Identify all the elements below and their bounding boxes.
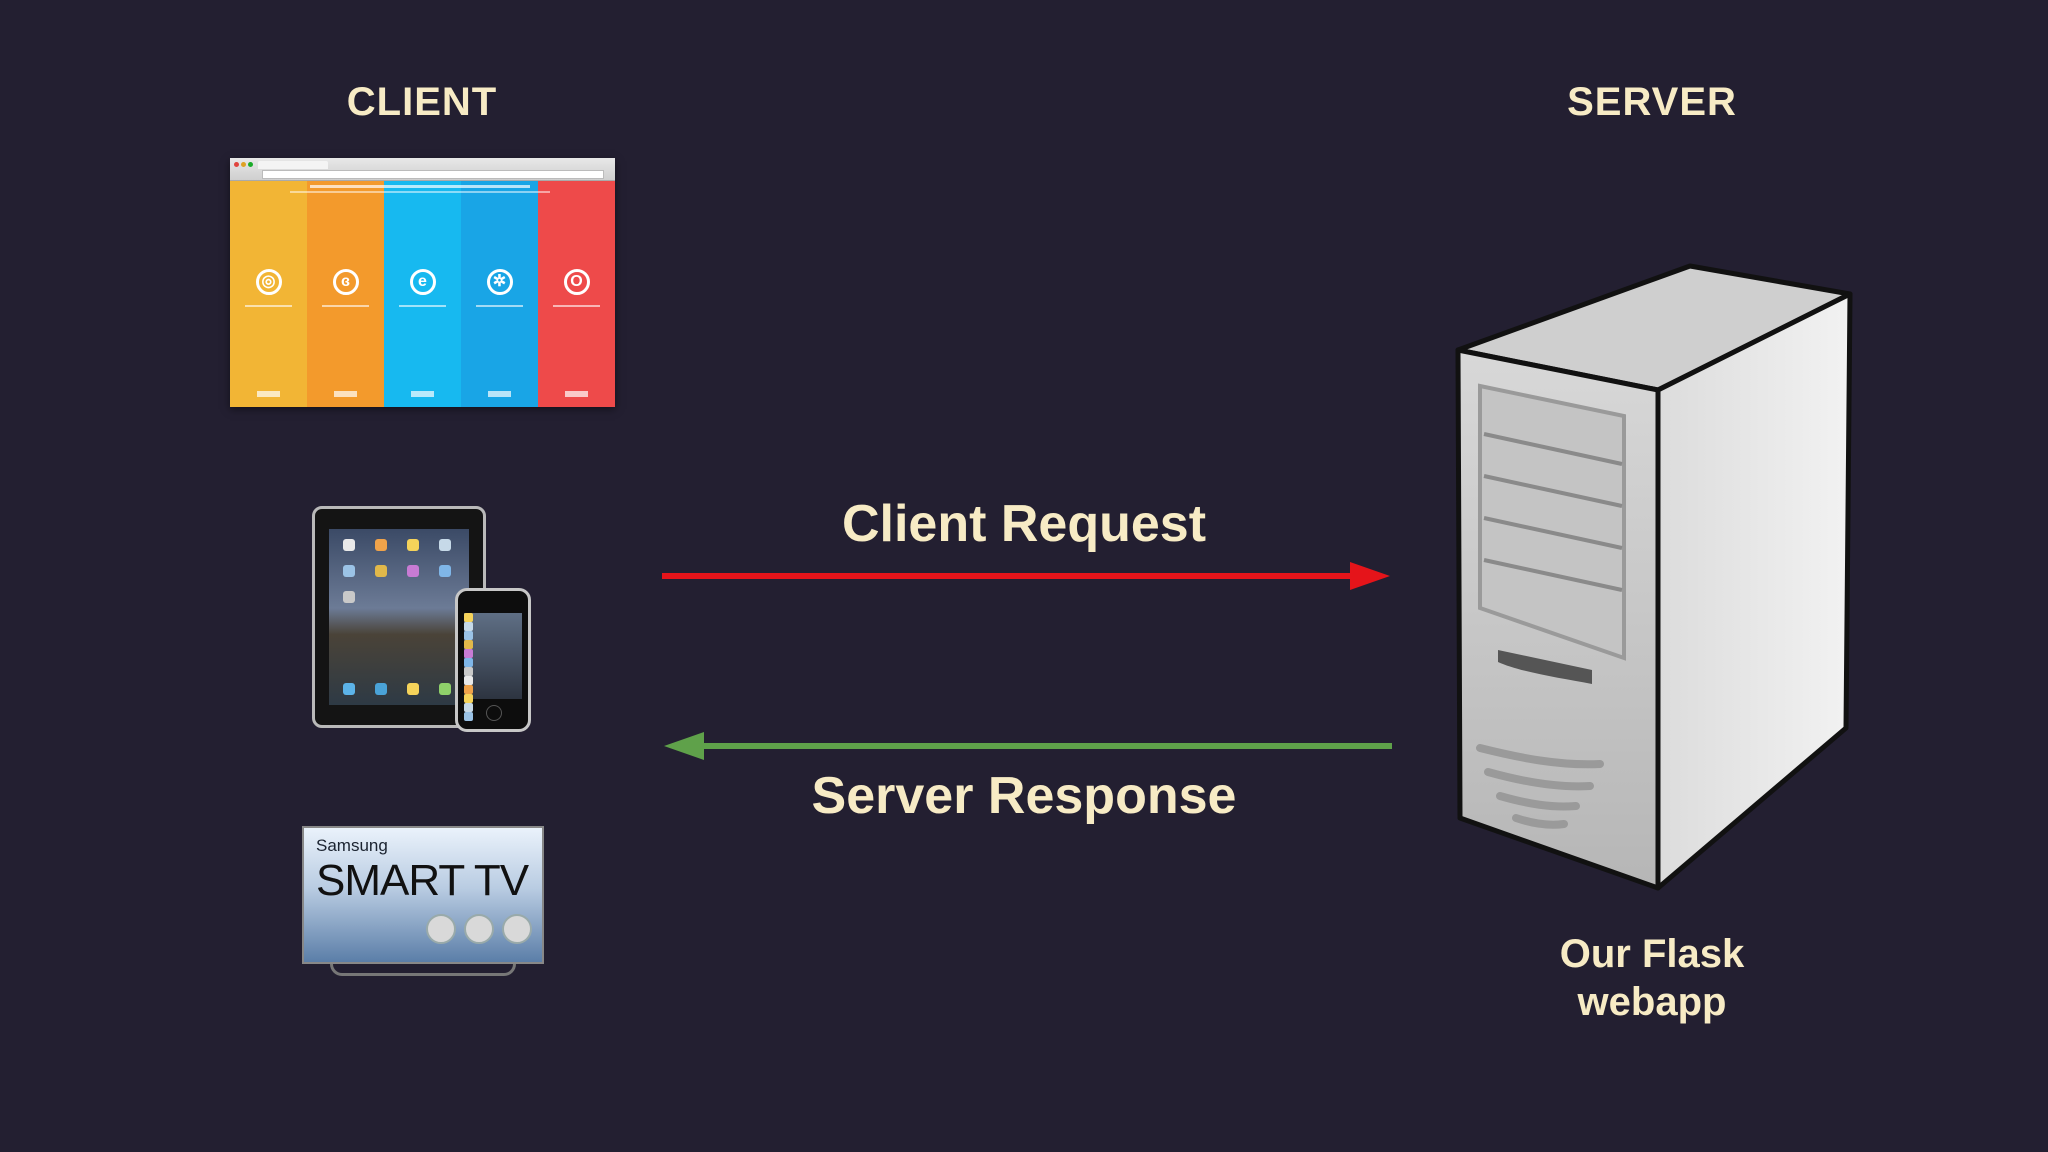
server-caption: Our Flask webapp: [1452, 930, 1852, 1026]
app-icon: [464, 631, 473, 640]
browser-column: ✲: [461, 181, 538, 407]
app-icon: [343, 539, 355, 551]
chrome-icon: ◎: [255, 269, 282, 295]
server-caption-line2: webapp: [1577, 980, 1727, 1024]
server-tower-icon: [1455, 263, 1853, 891]
server-response-arrow: [664, 732, 1392, 760]
opera-icon: O: [563, 269, 590, 295]
browser-address-bar: [262, 170, 604, 179]
app-icon: [439, 539, 451, 551]
browser-column: ɞ: [307, 181, 384, 407]
app-icon: [375, 539, 387, 551]
server-response-label: Server Response: [811, 767, 1237, 825]
desktop-browser-image: ◎ ɞ e ✲ O: [230, 158, 615, 407]
app-icon: [343, 565, 355, 577]
firefox-icon: ɞ: [332, 269, 359, 295]
app-icon: [464, 685, 473, 694]
dock-app-icon: [439, 683, 451, 695]
app-icon: [464, 676, 473, 685]
app-icon: [407, 539, 419, 551]
app-icon: [375, 565, 387, 577]
browser-column: O: [538, 181, 615, 407]
tv-stand: [330, 964, 516, 976]
smart-tv-image: Samsung SMART TV: [302, 826, 544, 964]
app-icon: [464, 667, 473, 676]
tv-brand-text: Samsung: [316, 836, 388, 855]
dock-app-icon: [375, 683, 387, 695]
ie-icon: e: [409, 269, 436, 295]
browser-columns: ◎ ɞ e ✲ O: [230, 181, 615, 407]
client-request-arrow: [662, 562, 1390, 590]
server-heading: SERVER: [1567, 80, 1737, 124]
dock-app-icon: [407, 683, 419, 695]
phone-device-image: [455, 588, 531, 732]
client-request-label: Client Request: [841, 495, 1207, 553]
browser-chrome: [230, 158, 615, 181]
app-icon: [464, 613, 473, 622]
app-icon: [464, 622, 473, 631]
client-heading: CLIENT: [346, 80, 498, 124]
app-icon: [464, 658, 473, 667]
app-icon: [439, 565, 451, 577]
server-caption-line1: Our Flask: [1559, 932, 1745, 976]
tv-title-text: SMART TV: [316, 856, 529, 905]
app-icon: [464, 703, 473, 712]
app-icon: [407, 565, 419, 577]
safari-icon: ✲: [486, 269, 513, 295]
app-icon: [464, 640, 473, 649]
app-icon: [343, 591, 355, 603]
browser-column: e: [384, 181, 461, 407]
app-icon: [464, 649, 473, 658]
app-icon: [464, 694, 473, 703]
app-icon: [464, 712, 473, 721]
dock-app-icon: [343, 683, 355, 695]
browser-column: ◎: [230, 181, 307, 407]
